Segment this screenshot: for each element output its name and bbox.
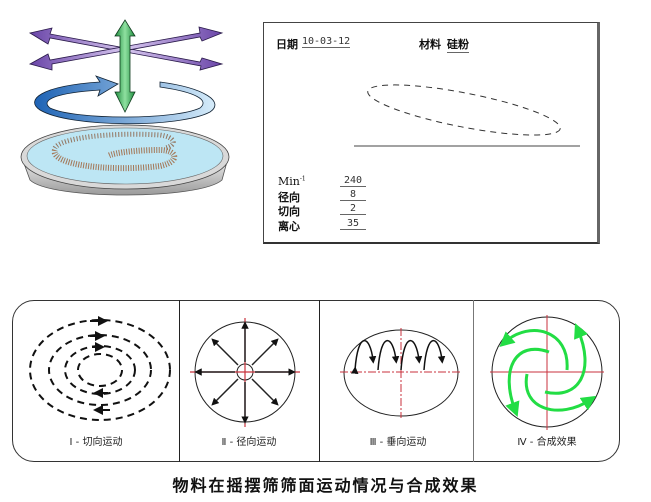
material-value: 硅粉 [447, 38, 469, 53]
caption-radial: Ⅱ - 径向运动 [221, 437, 277, 448]
material-label: 材料 [419, 38, 441, 51]
param-value-min: 240 [340, 175, 366, 187]
date-label: 日期 [276, 38, 298, 51]
panel-divider [473, 300, 474, 462]
param-value-tangential: 2 [340, 203, 366, 215]
param-label-tangential: 切向 [278, 205, 300, 218]
param-value-radial: 8 [340, 189, 366, 201]
caption-vertical: Ⅲ - 垂向运动 [369, 437, 427, 448]
param-label-centrifugal: 离心 [278, 220, 300, 233]
motion-illustration [0, 0, 250, 230]
rotation-arrow-icon [34, 75, 216, 125]
parameter-card: 日期 10-03-12 材料 硅粉 Min-1 240 径向 8 切向 2 离心… [263, 22, 600, 244]
caption-tangential: Ⅰ - 切向运动 [69, 437, 123, 448]
panel-divider [319, 300, 320, 462]
figure-title: 物料在摇摆筛筛面运动情况与合成效果 [172, 476, 479, 495]
date-value: 10-03-12 [302, 36, 351, 48]
motion-panels [12, 300, 620, 462]
trajectory-plot [354, 84, 580, 147]
param-label-radial: 径向 [278, 191, 300, 204]
param-value-centrifugal: 35 [340, 218, 366, 230]
vertical-arrow-icon [114, 19, 136, 113]
param-label-min: Min-1 [278, 175, 306, 188]
sieve-tray-icon [20, 124, 230, 196]
caption-combined: Ⅳ - 合成效果 [517, 437, 577, 448]
panel-divider [179, 300, 180, 462]
